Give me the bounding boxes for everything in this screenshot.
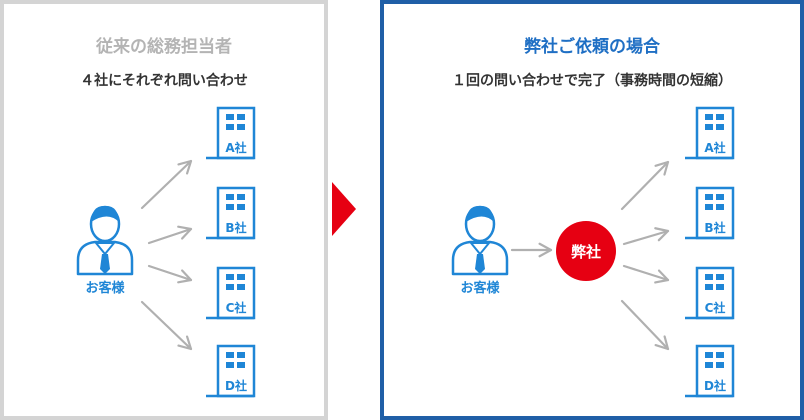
arrow-line (622, 229, 670, 246)
flow-diagram-conventional: お客様 A社 B社 C社 D社 (76, 106, 256, 398)
flow-arrow (510, 242, 553, 258)
red-triangle-arrow-icon (332, 182, 356, 236)
flow-arrow (620, 299, 670, 351)
company: B社 (206, 186, 256, 240)
flow-diagram-our-service: お客様 弊社 A社 B社 C社 D社 (451, 106, 735, 398)
company: D社 (685, 344, 735, 398)
flow-arrow (140, 300, 193, 351)
company-label: A社 (704, 140, 725, 155)
company: D社 (206, 344, 256, 398)
arrow-line (140, 159, 193, 210)
flow-arrow (622, 264, 670, 284)
company: B社 (685, 186, 735, 240)
customer-label: お客様 (85, 280, 125, 296)
arrow-line (620, 160, 670, 211)
company: C社 (685, 266, 735, 320)
arrow-line (147, 264, 193, 282)
company: A社 (206, 106, 256, 160)
company-label: C社 (705, 300, 726, 315)
arrow-head (177, 335, 193, 351)
arrow-head (654, 227, 670, 242)
hub-circle (556, 221, 616, 281)
panel-subtitle: １回の問い合わせで完了（事務時間の短縮） (452, 73, 732, 89)
panel-title: 従来の総務担当者 (96, 37, 232, 57)
customer: お客様 (451, 205, 509, 296)
flow-arrow (620, 160, 670, 211)
panel-conventional: 従来の総務担当者 ４社にそれぞれ問い合わせ お客様 A社 B社 C社 D社 (0, 0, 328, 420)
office-building-icon (685, 266, 735, 320)
panel-our-service: 弊社ご依頼の場合 １回の問い合わせで完了（事務時間の短縮） お客様 弊社 A社 B社 C… (380, 0, 804, 420)
arrow-head (538, 242, 553, 258)
panel-subtitle: ４社にそれぞれ問い合わせ (80, 73, 248, 89)
flow-arrow (622, 227, 670, 246)
arrow-head (177, 269, 193, 284)
flow-arrow (140, 159, 193, 210)
customer: お客様 (76, 205, 134, 296)
hub-badge: 弊社 (556, 221, 616, 281)
arrow-line (147, 227, 193, 245)
office-building-icon (206, 186, 256, 240)
arrow-line (622, 264, 670, 282)
arrow-head (654, 160, 670, 176)
arrow-head (654, 269, 670, 284)
flow-arrow (147, 225, 193, 245)
office-building-icon (206, 106, 256, 160)
arrow-line (620, 299, 670, 351)
office-building-icon (685, 186, 735, 240)
company: C社 (206, 266, 256, 320)
company-label: D社 (225, 378, 247, 393)
company-label: D社 (704, 378, 726, 393)
company: A社 (685, 106, 735, 160)
office-building-icon (206, 344, 256, 398)
company-label: B社 (704, 220, 725, 235)
arrow-head (654, 335, 670, 351)
businessman-icon (76, 205, 134, 276)
company-label: A社 (225, 140, 246, 155)
company-label: C社 (226, 300, 247, 315)
office-building-icon (685, 106, 735, 160)
arrow-line (140, 300, 193, 351)
customer-label: お客様 (460, 280, 500, 296)
panel-title: 弊社ご依頼の場合 (524, 37, 660, 57)
company-label: B社 (225, 220, 246, 235)
office-building-icon (685, 344, 735, 398)
businessman-icon (451, 205, 509, 276)
office-building-icon (206, 266, 256, 320)
hub-label: 弊社 (571, 243, 601, 261)
arrow-head (177, 159, 193, 175)
flow-arrow (147, 264, 193, 284)
arrow-head (177, 225, 193, 240)
